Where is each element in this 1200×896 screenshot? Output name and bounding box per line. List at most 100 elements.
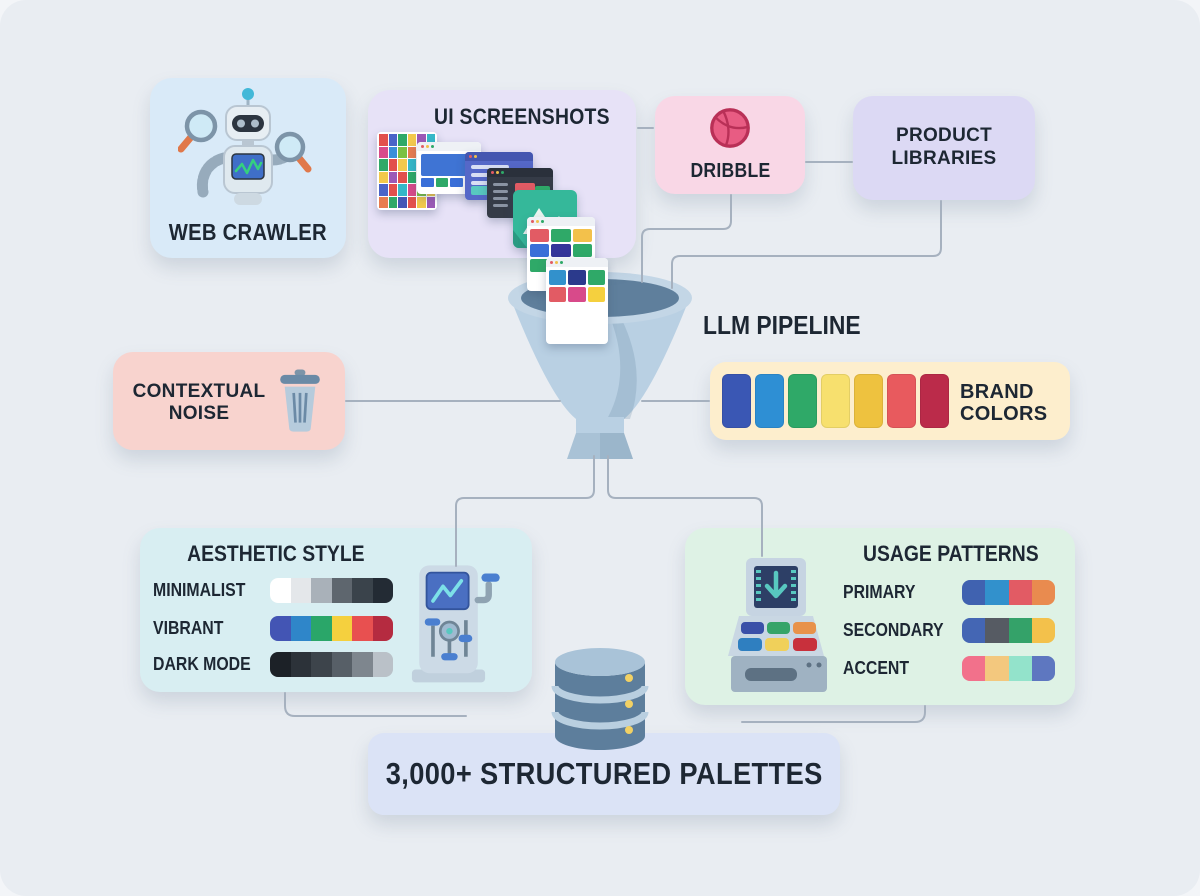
color-swatch [352,578,373,603]
color-swatch [530,229,550,242]
color-swatch [372,616,393,641]
color-swatch [887,374,916,428]
color-swatch [331,616,352,641]
color-swatch [549,270,567,285]
color-swatch [388,134,397,146]
node-aesthetic-style: AESTHETIC STYLE MINIMALIST VIBRANT DARK … [140,528,532,692]
color-swatch [568,270,586,285]
color-swatch [551,229,571,242]
color-swatch [821,374,850,428]
color-swatch [1008,580,1032,605]
color-swatch [379,196,388,208]
structured-palettes-label: 3,000+ STRUCTURED PALETTES [385,756,823,791]
hero-block [421,154,477,176]
node-usage-patterns: USAGE PATTERNS PRIMARY SECONDARY ACCENT [685,528,1075,705]
dribbble-ball-icon [710,108,750,148]
color-swatch [331,652,352,677]
color-swatch [920,374,949,428]
node-dribble: DRIBBLE [655,96,805,194]
color-swatch [962,656,986,681]
node-brand-colors: BRAND COLORS [710,362,1070,440]
ui-screenshots-label: UI SCREENSHOTS [434,104,611,129]
palette-row-vibrant: VIBRANT [153,616,393,641]
palette-bar [270,616,393,641]
color-swatch [1031,656,1055,681]
magnifier-left-icon [178,109,218,153]
palette-row-accent: ACCENT [843,656,1055,681]
color-swatch [388,146,397,158]
connector-prodlib-funnel [671,200,942,289]
color-swatch [572,229,592,242]
color-swatch [398,184,407,196]
color-swatch [398,159,407,171]
color-swatch [372,652,393,677]
button-block [471,186,489,195]
color-swatch [530,259,550,272]
node-web-crawler: WEB CRAWLER [150,78,346,258]
color-swatch [549,287,567,302]
window-titlebar [465,152,533,161]
color-swatch [270,616,291,641]
trash-can-icon [280,369,320,432]
color-swatch [398,171,407,183]
color-swatch [388,196,397,208]
node-product-libraries: PRODUCT LIBRARIES [853,96,1035,200]
color-swatch [788,374,817,428]
color-swatch [421,178,434,187]
color-swatch [311,578,332,603]
color-swatch [407,196,416,208]
color-swatch [568,287,586,302]
connector-usage-palettes [741,705,926,723]
color-swatch [1008,618,1032,643]
color-swatch [551,244,571,257]
window-titlebar [487,168,553,177]
color-swatch [372,578,393,603]
color-swatch [1008,656,1032,681]
palette-row-secondary: SECONDARY [843,618,1055,643]
window-titlebar [546,258,608,267]
color-swatch [407,134,416,146]
color-swatch [407,184,416,196]
color-swatch [587,270,605,285]
palette-bar [270,652,393,677]
block-grid [546,267,608,305]
color-swatch [1031,618,1055,643]
palette-row-minimalist: MINIMALIST [153,578,393,603]
color-swatch [985,618,1009,643]
window-titlebar [527,217,595,226]
llm-pipeline-label: LLM PIPELINE [703,310,861,340]
screenshot-window-grid [546,258,608,344]
color-swatch [417,196,426,208]
color-swatch [352,616,373,641]
color-swatch [398,134,407,146]
color-swatch [352,652,373,677]
color-swatch [290,652,311,677]
color-swatch [379,184,388,196]
color-swatch [379,159,388,171]
color-swatch [755,374,784,428]
magnifier-right-icon [274,131,312,173]
color-swatch [379,134,388,146]
product-libraries-label: PRODUCT LIBRARIES [891,125,997,169]
color-swatch [331,578,352,603]
color-swatch [407,171,416,183]
dribble-label: DRIBBLE [689,160,771,182]
color-swatch [379,171,388,183]
color-swatch [398,196,407,208]
color-swatch [290,616,311,641]
pattern-console-icon [728,558,827,692]
color-swatch [435,178,448,187]
color-swatch [450,178,463,187]
color-swatch [985,656,1009,681]
palette-row-dark-mode: DARK MODE [153,652,393,677]
color-swatch [270,652,291,677]
color-swatch [388,184,397,196]
color-swatch [1031,580,1055,605]
usage-patterns-title: USAGE PATTERNS [863,541,1039,566]
window-titlebar [417,142,481,151]
style-machine-icon [411,565,500,683]
color-swatch [407,146,416,158]
color-swatch [311,652,332,677]
palette-row-primary: PRIMARY [843,580,1055,605]
